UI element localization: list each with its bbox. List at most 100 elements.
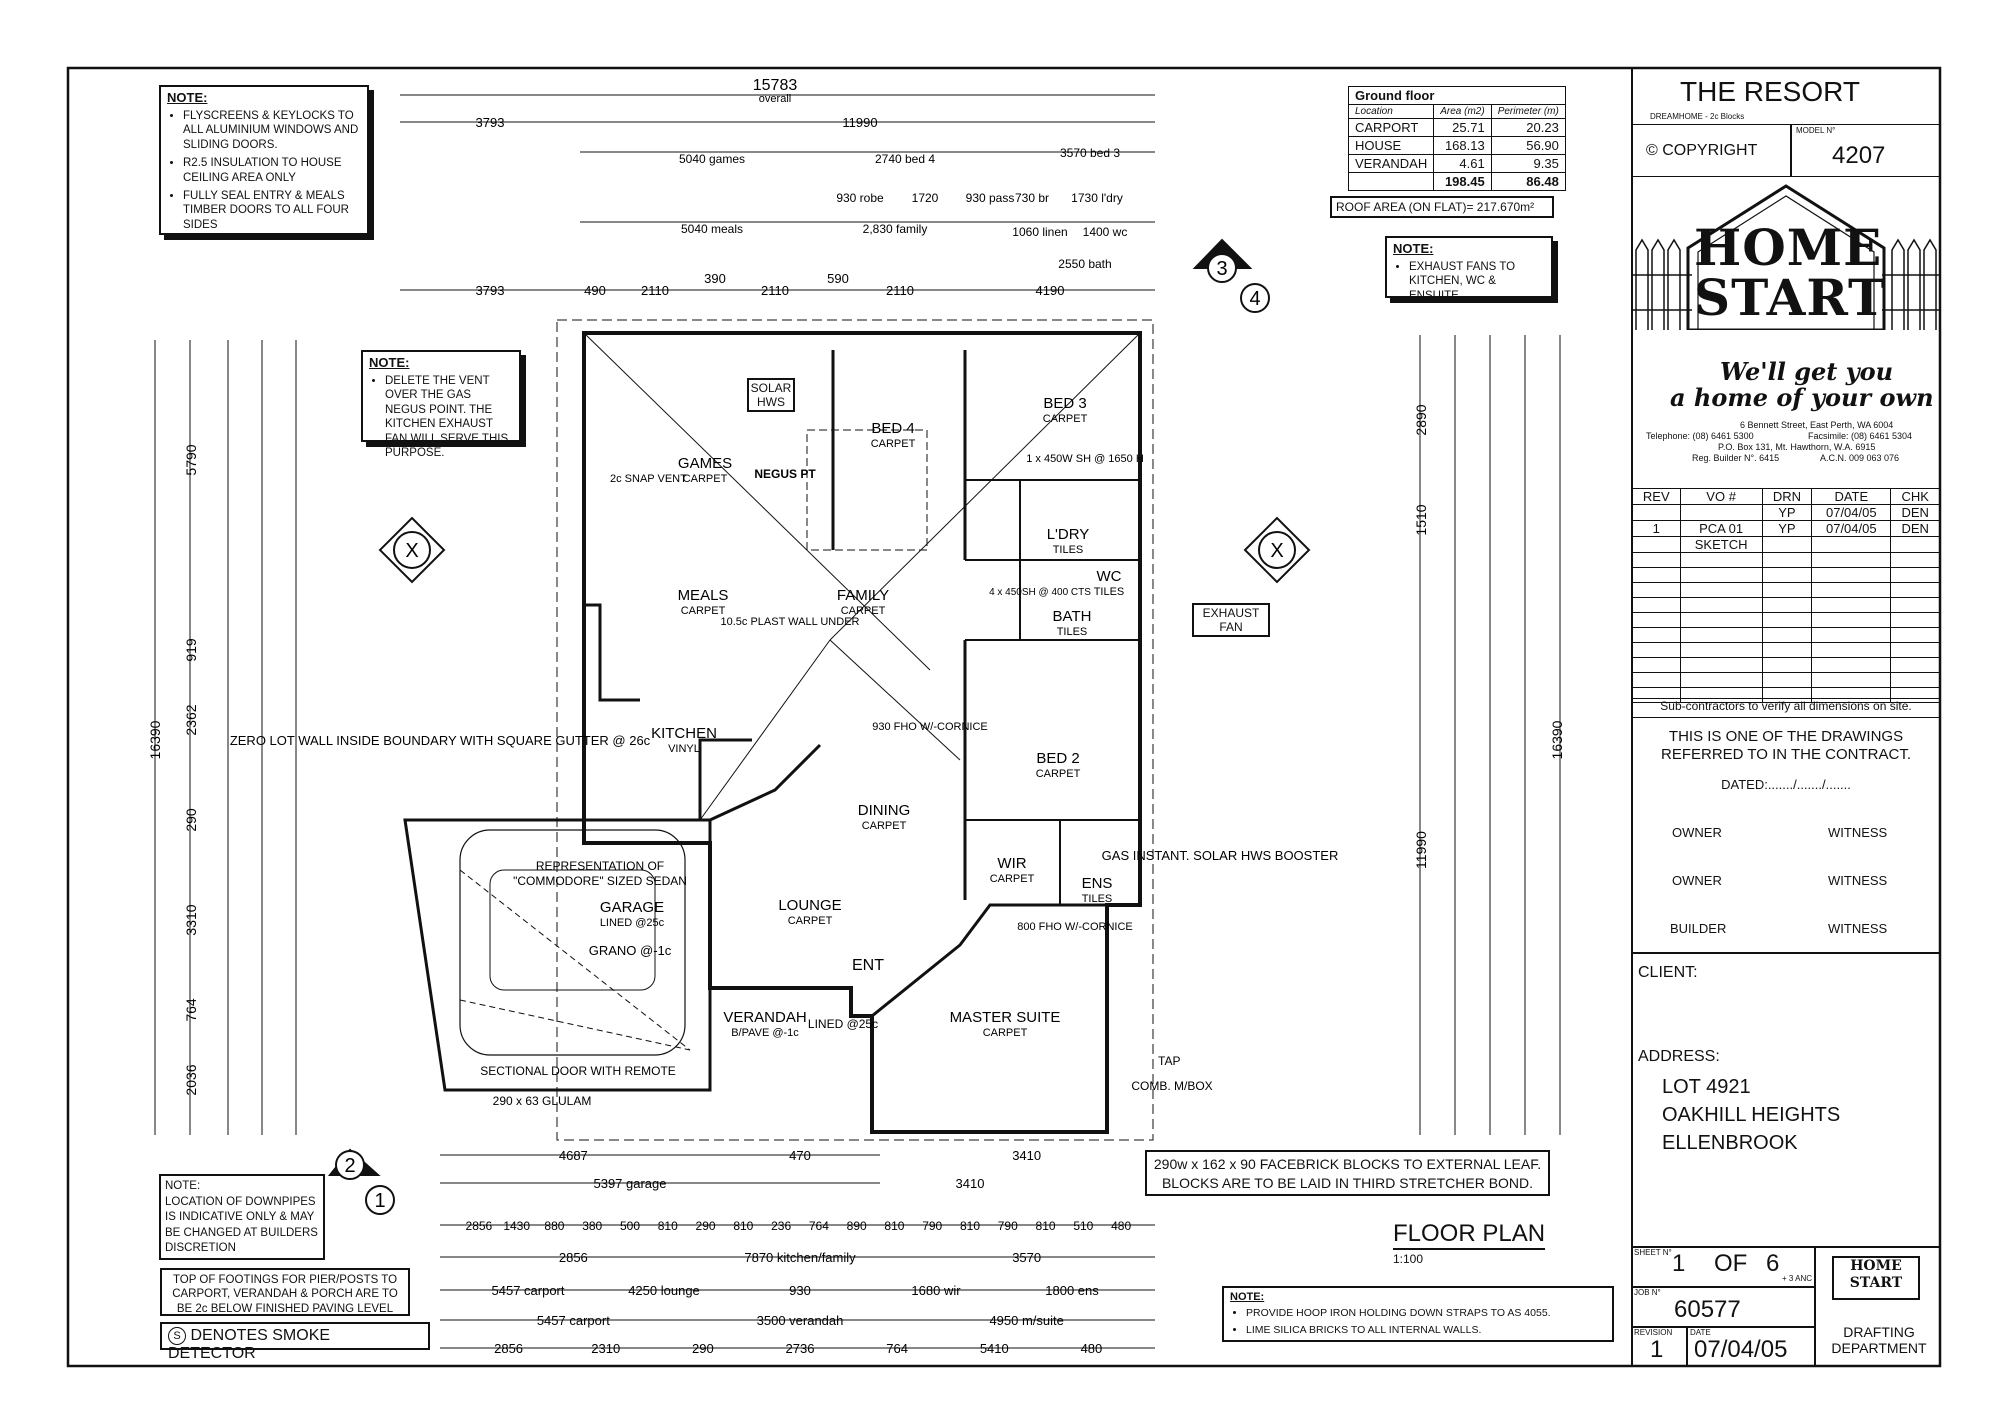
company-acn: A.C.N. 009 063 076 <box>1820 453 1900 463</box>
bottom-dim-2-17: 480 <box>1111 1219 1131 1233</box>
room-finish-6: TILES <box>1053 544 1084 556</box>
room-finish-5: VINYL <box>668 743 700 755</box>
notes-bottom: NOTE: PROVIDE HOOP IRON HOLDING DOWN STR… <box>1222 1286 1614 1342</box>
revision-cell <box>1890 672 1940 688</box>
note-item-insulation: R2.5 INSULATION TO HOUSE CEILING AREA ON… <box>183 156 361 185</box>
witness-1-label: WITNESS <box>1828 825 1888 840</box>
revision-cell <box>1679 657 1763 673</box>
revision-cell <box>1632 612 1681 628</box>
room-name-14: MASTER SUITE <box>950 1009 1061 1026</box>
right-dimension-text: 16390 2890 1510 11990 <box>1413 404 1565 869</box>
logo-line-1: HOME <box>1694 218 1883 277</box>
left-dimension-text: 16390 5790 919 2362 290 3310 764 2036 <box>147 444 199 1095</box>
bottom-dim-1-0: 5397 garage <box>593 1176 666 1191</box>
room-name-15: GARAGE <box>600 899 664 916</box>
revision-row <box>1632 627 1940 643</box>
bottom-dim-3-2: 3570 <box>1012 1250 1041 1265</box>
revision-cell <box>1679 552 1763 568</box>
bottom-dim-5-1: 3500 verandah <box>757 1313 844 1328</box>
area-header-area: Area (m2) <box>1433 104 1492 119</box>
area-header-perimeter: Perimeter (m) <box>1490 104 1566 119</box>
slogan-line-1: We'll get you <box>1720 357 1894 386</box>
bottom-dim-2-2: 880 <box>544 1219 564 1233</box>
smoke-detector-icon: S <box>168 1327 186 1345</box>
section-markers <box>327 238 1311 1215</box>
project-sub: DREAMHOME - 2c Blocks <box>1650 112 1745 121</box>
notes-fans-title: NOTE: <box>1393 241 1434 256</box>
title-block: THE RESORT DREAMHOME - 2c Blocks © COPYR… <box>1632 68 1940 1366</box>
room-finish-1: CARPET <box>871 438 916 450</box>
revision-cell <box>1811 642 1892 658</box>
revision-cell: DEN <box>1890 504 1940 521</box>
bottom-dim-2-14: 790 <box>998 1219 1018 1233</box>
bottom-dim-2-1: 1430 <box>503 1219 530 1233</box>
room-finish-2: CARPET <box>1043 413 1088 425</box>
bottom-dim-4-0: 5457 carport <box>492 1283 565 1298</box>
room-finish-14: CARPET <box>983 1027 1028 1039</box>
copyright-text: © COPYRIGHT <box>1646 142 1758 159</box>
drawing-title: FLOOR PLAN <box>1393 1220 1546 1250</box>
revision-row: SKETCH <box>1632 536 1940 553</box>
revision-cell <box>1761 627 1813 643</box>
plast-label: 10.5c PLAST WALL UNDER <box>721 616 860 628</box>
revision-row <box>1632 657 1940 673</box>
room-name-1: BED 4 <box>871 420 914 437</box>
client-label: CLIENT: <box>1638 964 1698 981</box>
bottom-dim-0-1: 470 <box>789 1148 811 1163</box>
notes-footings: TOP OF FOOTINGS FOR PIER/POSTS TO CARPOR… <box>160 1268 410 1316</box>
revision-cell: SKETCH <box>1679 536 1763 553</box>
revision-cell <box>1811 567 1892 583</box>
top-room-dim-12: 2550 bath <box>1058 257 1111 271</box>
revision-cell: YP <box>1761 520 1813 537</box>
revision-cell <box>1632 567 1681 583</box>
revision-cell <box>1811 657 1892 673</box>
notes-top-left-title: NOTE: <box>167 90 208 105</box>
company-po: P.O. Box 131, Mt. Hawthorn, W.A. 6915 <box>1718 442 1876 452</box>
bottom-dim-2-3: 380 <box>582 1219 602 1233</box>
left-seg-2: 919 <box>183 638 199 662</box>
area-cell: 20.23 <box>1490 118 1566 137</box>
marker-1: 1 <box>374 1190 385 1212</box>
revision-cell: YP <box>1761 504 1813 521</box>
copyright-row: © COPYRIGHT MODEL N° 4207 <box>1632 124 1940 177</box>
fho2-label: 800 FHO W/-CORNICE <box>1017 921 1133 933</box>
bottom-dim-4-1: 4250 lounge <box>628 1283 700 1298</box>
bottom-dim-6-1: 2310 <box>591 1341 620 1356</box>
room-finish-7: TILES <box>1094 586 1125 598</box>
revision-row <box>1632 687 1940 703</box>
witness-3-label: WITNESS <box>1828 921 1888 936</box>
company-phone: Telephone: (08) 6461 5300 <box>1646 431 1754 441</box>
revision-cell <box>1811 582 1892 598</box>
dated-line: DATED:......./......./....... <box>1721 777 1851 792</box>
revision-cell <box>1761 567 1813 583</box>
row3-dim-6: 590 <box>827 271 849 286</box>
building-walls <box>403 319 1154 1141</box>
left-seg-4: 290 <box>183 808 199 832</box>
room-name-2: BED 3 <box>1043 395 1086 412</box>
dept-line-2: DEPARTMENT <box>1831 1340 1927 1356</box>
exhaust-fan-text: EXHAUST FAN <box>1202 606 1260 634</box>
revision-cell <box>1632 657 1681 673</box>
top-room-dim-2: 3570 bed 3 <box>1060 146 1120 160</box>
owner-2-label: OWNER <box>1672 873 1722 888</box>
room-finish-16: B/PAVE @-1c <box>731 1027 799 1039</box>
bottom-dim-4-4: 1800 ens <box>1045 1283 1099 1298</box>
solar-hws-callout: SOLAR HWS <box>747 378 795 412</box>
bottom-dim-2-16: 510 <box>1073 1219 1093 1233</box>
revision-header-cell: DRN <box>1761 488 1813 505</box>
area-cell: VERANDAH <box>1347 154 1435 173</box>
sheet-total: 6 <box>1766 1250 1780 1277</box>
revision-cell <box>1761 672 1813 688</box>
revision-cell <box>1679 597 1763 613</box>
address-label: ADDRESS: <box>1638 1048 1720 1065</box>
area-cell: 56.90 <box>1490 136 1566 155</box>
revision-cell <box>1632 597 1681 613</box>
smoke-detector-legend: S DENOTES SMOKE DETECTOR <box>160 1322 430 1362</box>
revision-header-cell: REV <box>1632 488 1681 505</box>
